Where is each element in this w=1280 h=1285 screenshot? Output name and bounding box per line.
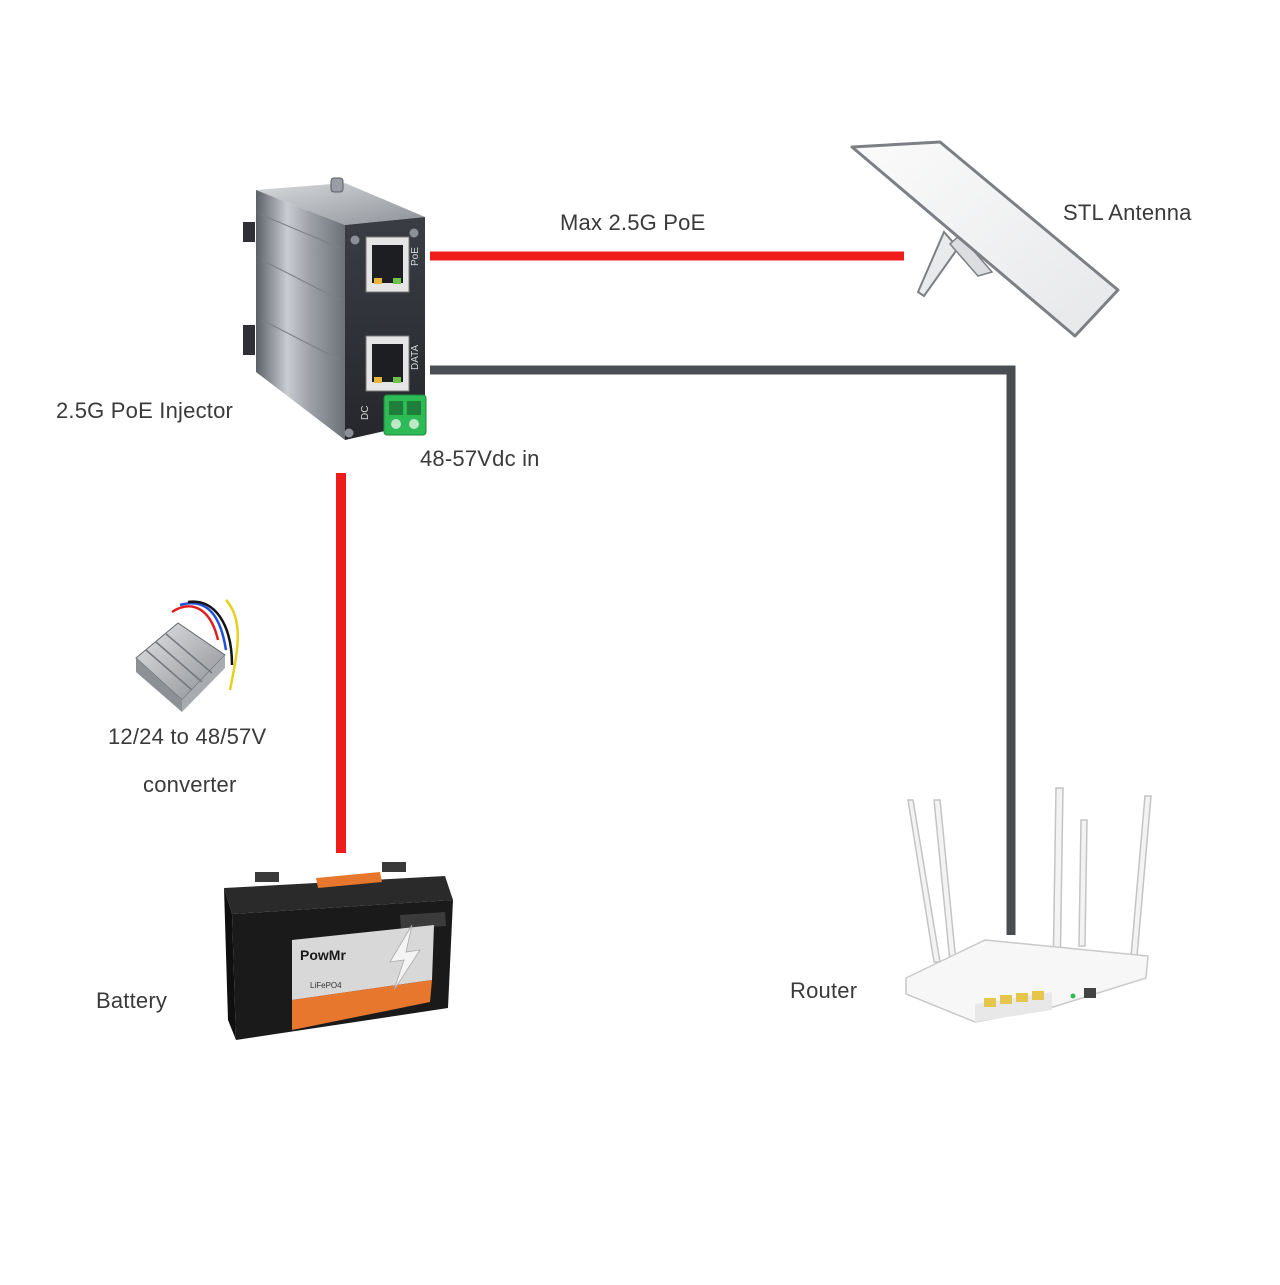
label-battery: Battery xyxy=(96,988,168,1013)
data-cable xyxy=(430,365,1016,935)
label-injector: 2.5G PoE Injector xyxy=(56,398,234,423)
label-router: Router xyxy=(790,978,858,1003)
terminal-block-icon xyxy=(383,394,427,436)
poe-injector-icon: PoE DATA DC xyxy=(243,177,427,440)
dc-marking: DC xyxy=(360,406,371,420)
label-antenna: STL Antenna xyxy=(1063,200,1192,225)
battery-chemistry: LiFePO4 xyxy=(310,981,342,990)
label-dc-input: 48-57Vdc in xyxy=(420,446,540,471)
dc-converter-icon xyxy=(135,599,239,712)
label-converter-line2: converter xyxy=(143,772,237,797)
wifi-router-icon xyxy=(905,787,1152,1023)
label-poe-link: Max 2.5G PoE xyxy=(560,210,706,235)
port-label-poe: PoE xyxy=(410,247,421,266)
battery-icon: PowMr LiFePO4 xyxy=(224,862,453,1040)
satellite-dish-icon xyxy=(850,140,1120,338)
battery-brand: PowMr xyxy=(300,947,346,963)
label-converter-line1: 12/24 to 48/57V xyxy=(108,724,267,749)
port-label-data: DATA xyxy=(410,344,421,370)
